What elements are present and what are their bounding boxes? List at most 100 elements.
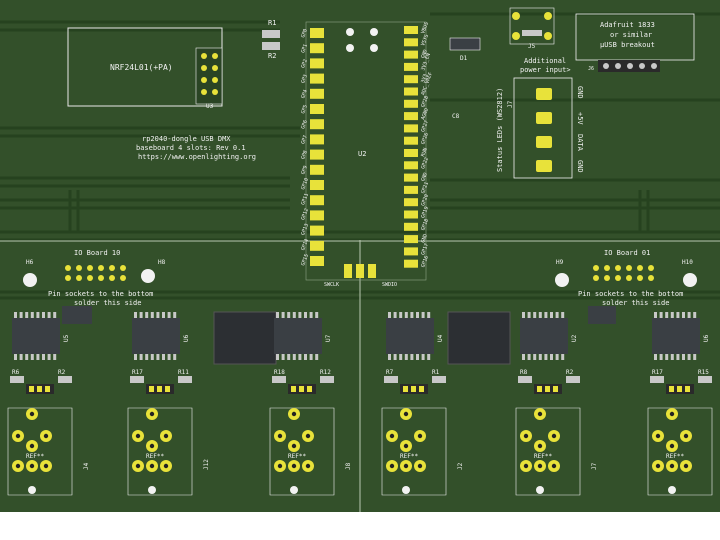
r1-part	[262, 30, 280, 38]
chip-pin	[544, 354, 548, 360]
chip-pin	[676, 312, 680, 318]
chip-pin	[421, 312, 425, 318]
gpio-left-pin	[310, 119, 324, 130]
ref-label: REF**	[666, 453, 684, 460]
chip-pin	[670, 354, 674, 360]
resistor	[650, 376, 664, 383]
jumper-pin	[157, 386, 162, 392]
jumper-pin	[165, 386, 170, 392]
jumper-pin	[307, 386, 312, 392]
xlr-drill	[135, 463, 141, 469]
gpio-left-pin	[310, 88, 324, 99]
mount-holes	[23, 269, 697, 287]
gpio-right-pin	[404, 112, 418, 121]
xlr-drill	[163, 433, 169, 439]
chip-pin	[292, 354, 296, 360]
ref-label: REF**	[534, 453, 552, 460]
gpio-right-label: GP26	[420, 132, 430, 145]
xlr-drill	[149, 463, 155, 469]
chip-pin	[42, 354, 45, 360]
gpio-right-label: VSYS	[420, 34, 430, 47]
d1-label: D1	[460, 55, 468, 62]
chip-pin	[53, 312, 57, 318]
io-header-pin	[98, 275, 104, 281]
chip-pin	[522, 312, 525, 318]
gnd-label-bottom: GND	[576, 160, 584, 173]
chip-pin	[25, 312, 29, 318]
resistor-label: R7	[386, 369, 394, 376]
gpio-left-label: GP0	[300, 28, 309, 39]
chip-pin	[167, 354, 171, 360]
io-header-pin	[648, 275, 654, 281]
chip-pin	[427, 312, 431, 318]
jumper-pin	[537, 386, 542, 392]
resistor	[566, 376, 580, 383]
transceiver-chip	[274, 318, 322, 354]
chip-pin	[281, 354, 285, 360]
io-header-pin	[604, 275, 610, 281]
gpio-right-label: GP19	[420, 206, 430, 219]
xlr-label: J8	[345, 462, 352, 470]
j7-outline	[513, 77, 573, 179]
xlr-outline	[269, 407, 335, 496]
chip-pin	[156, 354, 160, 360]
jumper-pin	[29, 386, 34, 392]
xlr-drill	[291, 463, 297, 469]
gpio-left-label: GP9	[300, 165, 309, 176]
gpio-right-label: 3V3_EN	[420, 53, 432, 72]
io-header-pin	[98, 265, 104, 271]
xlr-drill	[669, 463, 675, 469]
transceiver-chip	[132, 318, 180, 354]
title-line-1: rp2040-dongle USB DMX	[142, 135, 231, 143]
resistor-label: R2	[566, 369, 574, 376]
data-label: DATA	[576, 134, 584, 152]
gpio-right-label: GP18	[420, 218, 430, 231]
io-header-pin	[109, 275, 115, 281]
xlr-drill	[15, 433, 21, 439]
gpio-right-pin	[404, 185, 418, 194]
chip-pin	[304, 354, 307, 360]
xlr-drill	[277, 433, 283, 439]
gpio-right-label: GP21	[420, 181, 430, 194]
mount-hole	[536, 486, 544, 494]
resistor-label: R11	[178, 369, 189, 376]
gpio-right-label: AGND	[420, 107, 430, 120]
chip-pin	[162, 354, 165, 360]
gpio-left-pin	[310, 210, 324, 221]
mount-hole	[28, 486, 36, 494]
small-chip-left	[62, 306, 92, 324]
mount-hole	[402, 486, 410, 494]
gpio-right-label: GP28	[420, 95, 430, 108]
r2-part	[262, 42, 280, 50]
j7-pins	[536, 88, 552, 172]
xlr-label: J12	[203, 459, 210, 470]
h6-label: H6	[26, 259, 34, 266]
io-header-pin	[626, 265, 632, 271]
chip-pin	[388, 312, 391, 318]
resistor	[432, 376, 446, 383]
jumper-pin	[45, 386, 50, 392]
gpio-right-pin	[404, 99, 418, 108]
chip-pin	[315, 354, 319, 360]
xlr-drill	[305, 433, 311, 439]
chip-pin	[30, 312, 34, 318]
resistor-label: R1	[432, 369, 440, 376]
chip-pin	[19, 354, 23, 360]
xlr-outline	[515, 407, 581, 496]
c8-label: C8	[452, 113, 460, 120]
jumper-pin	[677, 386, 682, 392]
adafruit-text-1: Adafruit 1833	[600, 21, 655, 29]
gpio-right-label: GP16	[420, 255, 430, 268]
chip-pin	[36, 354, 40, 360]
chip-pin	[404, 354, 408, 360]
xlr-outline	[127, 407, 193, 496]
gpio-right-label: GP20	[420, 194, 430, 207]
xlr-drill	[669, 411, 675, 417]
chip-pin	[304, 312, 307, 318]
gpio-left-pin	[310, 134, 324, 145]
gpio-left-pin	[310, 104, 324, 114]
jumper-pin	[411, 386, 416, 392]
